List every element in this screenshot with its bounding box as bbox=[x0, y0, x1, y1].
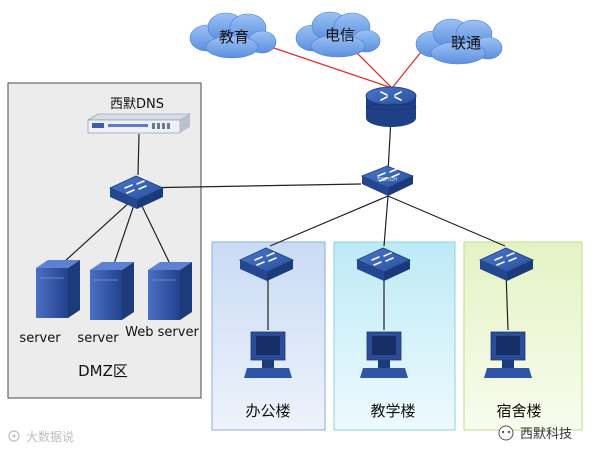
server-label: server bbox=[77, 331, 119, 346]
watermark-left: 大数据说 bbox=[8, 429, 74, 444]
dns-label: 西默DNS bbox=[110, 96, 164, 112]
core-switch-icon: SWITCH bbox=[360, 165, 415, 196]
building-label-teaching: 教学楼 bbox=[370, 402, 415, 420]
building-label-dorm: 宿舍楼 bbox=[496, 402, 541, 420]
teaching-switch-icon bbox=[356, 247, 411, 281]
dmz-switch-icon bbox=[109, 175, 164, 209]
server-icon bbox=[36, 260, 80, 318]
dorm-switch-icon bbox=[479, 247, 534, 281]
isp-label-education: 教育 bbox=[219, 28, 249, 46]
network-links bbox=[63, 117, 509, 331]
server-label: server bbox=[19, 331, 61, 346]
computer-icon bbox=[360, 331, 408, 378]
isp-label-unicom: 联通 bbox=[451, 34, 481, 52]
dns-appliance-icon bbox=[86, 113, 192, 134]
router-icon bbox=[365, 86, 417, 127]
core-switch-text: SWITCH bbox=[377, 177, 397, 183]
computer-icon bbox=[484, 331, 532, 378]
isp-cloud-telecom: 电信 bbox=[295, 11, 381, 58]
isp-label-telecom: 电信 bbox=[325, 26, 355, 44]
watermark-left-text: 大数据说 bbox=[26, 429, 74, 444]
watermark-right: 西默科技 bbox=[498, 425, 572, 442]
dmz-title: DMZ区 bbox=[78, 362, 128, 380]
watermark-right-text: 西默科技 bbox=[520, 426, 572, 442]
server-icon bbox=[148, 262, 192, 320]
computer-icon bbox=[244, 331, 292, 378]
isp-cloud-education: 教育 bbox=[189, 12, 277, 59]
building-label-office: 办公楼 bbox=[245, 402, 290, 420]
office-switch-icon bbox=[239, 247, 294, 281]
isp-cloud-unicom: 联通 bbox=[415, 18, 503, 65]
server-label: Web server bbox=[125, 325, 199, 340]
server-icon bbox=[90, 262, 134, 320]
dmz-zone bbox=[7, 82, 202, 399]
